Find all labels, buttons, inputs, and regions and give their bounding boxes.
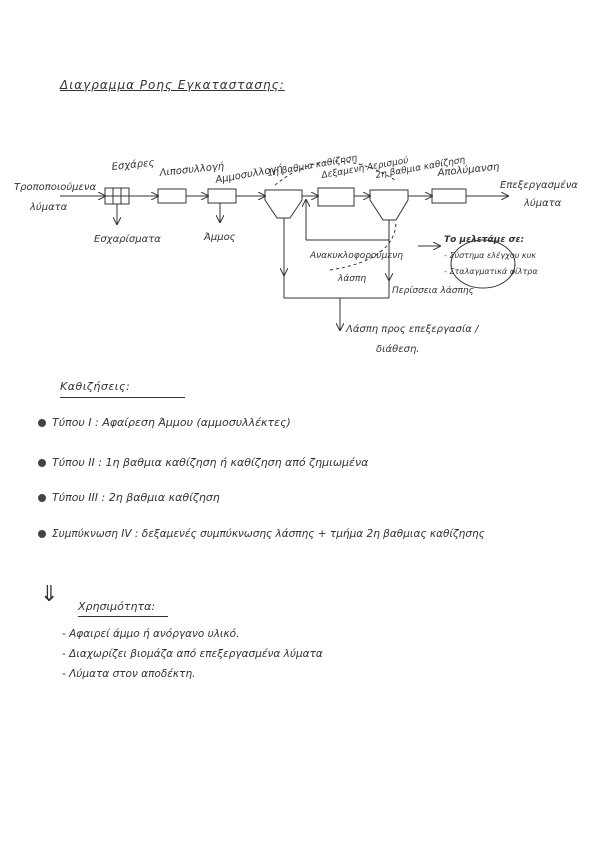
note-item-1: - Σύστημα ελέγχου κυκ [444, 250, 536, 260]
return-sludge-label: Ανακυκλοφορούμενη [309, 251, 403, 261]
degritter-unit [207, 188, 237, 204]
advantage-item-3: - Λύματα στον αποδέκτη. [62, 668, 196, 680]
settling-title-underline [60, 397, 185, 398]
page-title: Διαγραμμα Ροης Εγκαταστασης: [60, 78, 285, 92]
return-sludge-label-2: λάσπη [337, 274, 366, 284]
sand-label: Άμμος [203, 231, 236, 243]
bullet-icon [38, 459, 46, 467]
advantages-title-underline [78, 616, 168, 617]
note-title: Το μελετάμε σε: [444, 235, 524, 245]
settling-item-2: Τύπου II : 1η βαθμια καθίζηση ή καθίζηση… [38, 456, 368, 469]
inlet-label: Τροποποιούμενα [14, 181, 96, 193]
settling-title: Καθιζήσεις: [60, 380, 131, 393]
screens-label: Εσχάρες [111, 157, 155, 173]
settling-item-4: Συμπύκνωση IV : δεξαμενές συμπύκνωσης λά… [38, 528, 558, 540]
outlet-label: Επεξεργασμένα [500, 179, 578, 191]
grease-unit [157, 188, 187, 204]
sludge-treatment-label: Λάσπη προς επεξεργασία / [345, 323, 480, 335]
bullet-icon [38, 494, 46, 502]
advantage-item-1: - Αφαιρεί άμμο ή ανόργανο υλικό. [62, 628, 240, 640]
bullet-icon [38, 419, 46, 427]
advantages-title: Χρησιμότητα: [78, 600, 156, 613]
primary-clarifier [264, 189, 303, 219]
advantage-item-2: - Διαχωρίζει βιομάζα από επεξεργασμένα λ… [62, 648, 323, 660]
aeration-tank [317, 187, 355, 207]
excess-sludge-label: Περίσσεια λάσπης [392, 286, 474, 296]
down-arrow-icon: ⇓ [40, 582, 59, 607]
secondary-clarifier [369, 189, 409, 221]
settling-item-3: Τύπου III : 2η βαθμια καθίζηση [38, 491, 220, 504]
outlet-label-2: λύματα [523, 197, 562, 209]
disinfection-unit [431, 188, 467, 204]
flow-diagram: Τροποποιούμενα λύματα Εσχάρες Εσχαρίσματ… [14, 153, 578, 355]
inlet-label-2: λύματα [29, 201, 68, 213]
note-item-2: - Σταλαγματικά φίλτρα [444, 267, 538, 276]
bullet-icon [38, 530, 46, 538]
sludge-treatment-label-2: διάθεση. [376, 343, 419, 355]
screenings-label: Εσχαρίσματα [94, 233, 161, 245]
settling-item-1: Τύπου I : Αφαίρεση Άμμου (αμμοσυλλέκτες) [38, 416, 291, 429]
